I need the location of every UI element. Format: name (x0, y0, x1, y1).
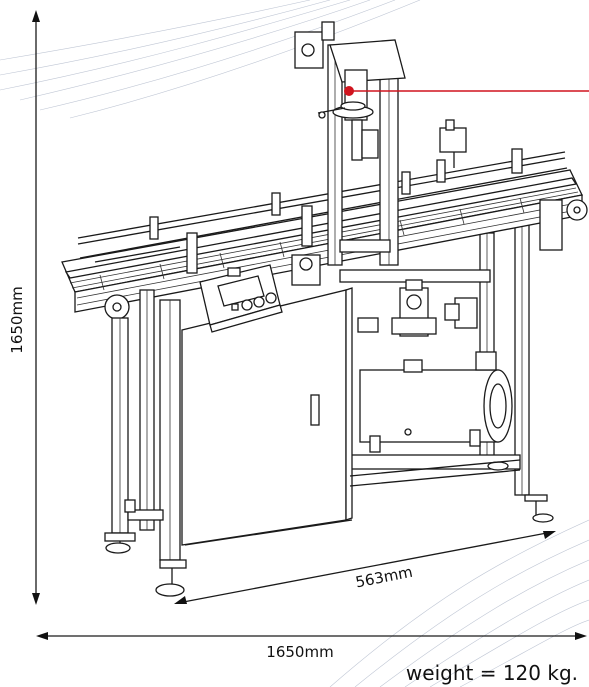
sensor-bracket (439, 119, 467, 168)
depth-label: 563mm (354, 563, 414, 592)
pneumatics (291, 254, 478, 337)
weight-label: weight = 120 kg. (406, 661, 578, 685)
machine (61, 21, 589, 597)
rear-frame (339, 219, 554, 523)
panel-switch (231, 303, 239, 311)
belt-texture (99, 197, 525, 291)
height-dimension (32, 10, 40, 605)
label-head-indicator (344, 86, 589, 96)
width-dimension (36, 632, 587, 640)
background-swirl-bottom (329, 519, 589, 687)
cabinet-handle (310, 394, 320, 426)
panel-button-1 (241, 299, 253, 311)
base-rails (184, 459, 521, 546)
control-panel (199, 264, 283, 333)
depth-dimension (174, 531, 556, 604)
cabinet (181, 287, 353, 546)
panel-button-2 (253, 296, 265, 308)
panel-indicator (227, 267, 241, 277)
front-frame (104, 289, 187, 597)
background-swirl-top (0, 0, 421, 119)
width-label: 1650mm (266, 643, 333, 661)
air-tank (359, 351, 513, 453)
label-column (294, 21, 406, 266)
height-label: 1650mm (8, 286, 26, 353)
panel-button-3 (265, 292, 277, 304)
